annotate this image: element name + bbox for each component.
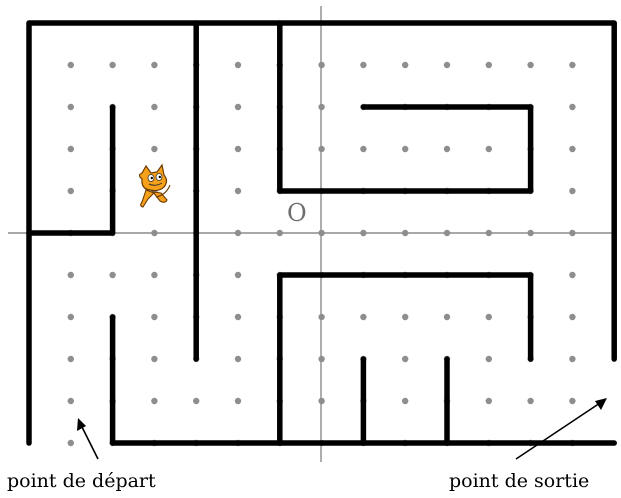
grid-dot	[527, 62, 533, 68]
grid-dot	[193, 398, 199, 404]
grid-dot	[444, 146, 450, 152]
grid-dot	[444, 314, 450, 320]
grid-dot	[402, 62, 408, 68]
grid-dot	[486, 230, 492, 236]
grid-dot	[486, 356, 492, 362]
grid-dot	[151, 62, 157, 68]
grid-dot	[68, 440, 74, 446]
grid-dot	[486, 314, 492, 320]
grid-dot	[486, 398, 492, 404]
grid-dot	[151, 272, 157, 278]
grid-dot	[68, 272, 74, 278]
grid-dot	[151, 230, 157, 236]
grid-dot	[569, 272, 575, 278]
scratch-cat-icon	[140, 165, 171, 207]
grid-dot	[235, 104, 241, 110]
grid-dot	[68, 62, 74, 68]
grid-dot	[318, 146, 324, 152]
grid-dot	[527, 230, 533, 236]
grid-dot	[235, 146, 241, 152]
grid-dot	[569, 314, 575, 320]
grid-dot	[235, 62, 241, 68]
grid-dot	[235, 398, 241, 404]
grid-dot	[402, 314, 408, 320]
grid-dot	[444, 62, 450, 68]
grid-dot	[402, 146, 408, 152]
grid-dot	[68, 314, 74, 320]
grid-dot	[486, 62, 492, 68]
grid-dot	[318, 314, 324, 320]
grid-dot	[569, 398, 575, 404]
grid-dot	[318, 398, 324, 404]
origin-label: O	[287, 199, 307, 227]
grid-dot	[360, 62, 366, 68]
grid-dot	[68, 104, 74, 110]
grid-dot	[151, 146, 157, 152]
grid-dot	[318, 62, 324, 68]
grid-dot	[569, 230, 575, 236]
grid-dot	[360, 230, 366, 236]
grid-dot	[318, 104, 324, 110]
exit-pointer	[516, 398, 607, 459]
maze-wall	[280, 23, 531, 191]
grid-dot	[360, 146, 366, 152]
grid-dot	[569, 62, 575, 68]
grid-dot	[68, 398, 74, 404]
grid-dot	[318, 356, 324, 362]
grid-dot	[402, 230, 408, 236]
grid-dot	[235, 314, 241, 320]
grid-dot	[402, 356, 408, 362]
exit-point-label: point de sortie	[449, 470, 589, 492]
grid-dot	[151, 314, 157, 320]
grid-dot	[569, 104, 575, 110]
grid-dot	[569, 146, 575, 152]
grid-dot	[235, 230, 241, 236]
grid-dot	[109, 62, 115, 68]
grid-dot	[277, 230, 283, 236]
grid-dot	[235, 356, 241, 362]
grid-dot	[109, 272, 115, 278]
grid-dot	[68, 188, 74, 194]
grid-dot	[402, 398, 408, 404]
grid-dot	[151, 398, 157, 404]
grid-dot	[360, 314, 366, 320]
grid-dot	[235, 272, 241, 278]
grid-dot	[68, 356, 74, 362]
grid-dot	[486, 146, 492, 152]
grid-dot	[569, 356, 575, 362]
grid-dot	[235, 188, 241, 194]
grid-dot	[444, 230, 450, 236]
grid-dot	[151, 104, 157, 110]
start-point-label: point de départ	[7, 470, 156, 492]
grid-dot	[151, 356, 157, 362]
grid-dot	[569, 188, 575, 194]
grid-dot	[527, 398, 533, 404]
grid-dot	[68, 146, 74, 152]
grid-dot	[318, 230, 324, 236]
start-pointer	[77, 418, 98, 459]
